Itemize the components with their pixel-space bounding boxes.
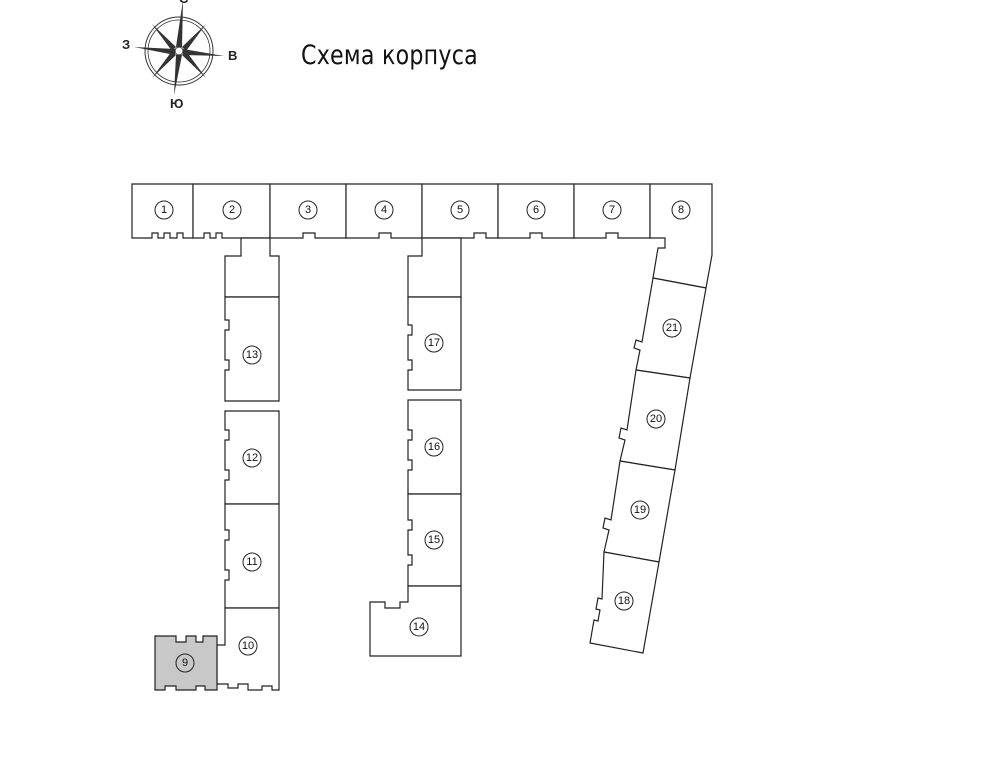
section-9[interactable] (154, 635, 218, 691)
section-label-11[interactable]: 11 (242, 552, 262, 572)
section-label-5[interactable]: 5 (450, 200, 470, 220)
svg-text:18: 18 (618, 595, 630, 607)
section-label-16[interactable]: 16 (424, 437, 444, 457)
section-19[interactable] (602, 460, 676, 563)
section-label-17[interactable]: 17 (424, 333, 444, 353)
section-14[interactable] (369, 585, 462, 657)
svg-text:5: 5 (457, 204, 463, 216)
section-label-4[interactable]: 4 (374, 200, 394, 220)
section-labels: 1 2 3 4 5 6 7 8 9 10 11 12 13 14 15 16 1… (154, 200, 691, 673)
connector-middle (407, 237, 462, 298)
section-label-8[interactable]: 8 (671, 200, 691, 220)
section-8[interactable] (649, 183, 713, 289)
svg-text:6: 6 (533, 204, 539, 216)
section-label-14[interactable]: 14 (409, 617, 429, 637)
section-label-1[interactable]: 1 (154, 200, 174, 220)
compass-north: С (179, 0, 188, 6)
svg-text:3: 3 (305, 204, 311, 216)
section-label-15[interactable]: 15 (424, 530, 444, 550)
svg-text:1: 1 (161, 204, 167, 216)
section-1[interactable] (131, 183, 194, 239)
section-label-2[interactable]: 2 (222, 200, 242, 220)
svg-text:19: 19 (634, 504, 646, 516)
section-label-9[interactable]: 9 (175, 653, 195, 673)
section-20[interactable] (618, 369, 691, 471)
section-label-13[interactable]: 13 (242, 345, 262, 365)
section-label-12[interactable]: 12 (242, 448, 262, 468)
section-21[interactable] (633, 277, 707, 379)
svg-text:15: 15 (428, 534, 440, 546)
compass-south: Ю (170, 96, 184, 111)
section-label-7[interactable]: 7 (602, 200, 622, 220)
compass-west: З (122, 37, 131, 52)
svg-text:14: 14 (413, 621, 425, 633)
svg-text:9: 9 (182, 657, 188, 669)
svg-text:12: 12 (246, 452, 258, 464)
compass-icon (134, 0, 224, 95)
section-label-20[interactable]: 20 (646, 409, 666, 429)
svg-text:8: 8 (678, 204, 684, 216)
svg-text:4: 4 (381, 204, 387, 216)
section-label-6[interactable]: 6 (526, 200, 546, 220)
section-label-18[interactable]: 18 (614, 591, 634, 611)
svg-text:16: 16 (428, 441, 440, 453)
svg-text:21: 21 (666, 322, 678, 334)
connector-left (224, 237, 280, 298)
section-18[interactable] (589, 551, 660, 654)
svg-text:7: 7 (609, 204, 615, 216)
section-label-3[interactable]: 3 (298, 200, 318, 220)
svg-text:10: 10 (242, 640, 254, 652)
compass-east: В (228, 48, 238, 63)
svg-text:11: 11 (246, 556, 257, 568)
section-label-10[interactable]: 10 (238, 636, 258, 656)
svg-text:2: 2 (229, 204, 235, 216)
section-13[interactable] (224, 296, 280, 402)
section-label-19[interactable]: 19 (630, 500, 650, 520)
svg-text:17: 17 (428, 337, 440, 349)
section-label-21[interactable]: 21 (662, 318, 682, 338)
svg-text:20: 20 (650, 413, 662, 425)
svg-text:13: 13 (246, 349, 258, 361)
section-17[interactable] (407, 296, 462, 391)
page-title: Схема корпуса (301, 40, 478, 71)
